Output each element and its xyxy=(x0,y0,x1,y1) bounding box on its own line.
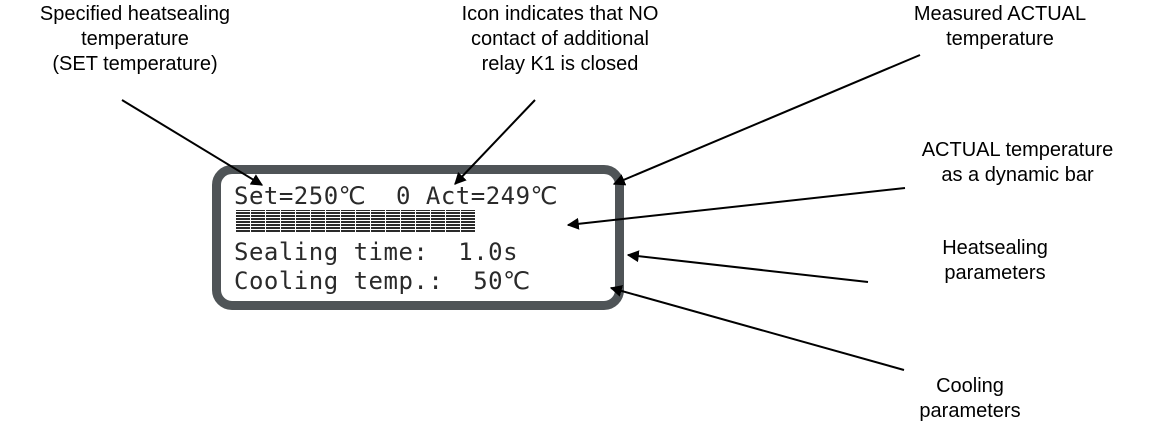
label-actual-bar: ACTUAL temperature as a dynamic bar xyxy=(921,139,1114,186)
bar-cell xyxy=(416,210,430,232)
arrow-cooling-parameters xyxy=(609,285,905,371)
arrow-set-temperature xyxy=(121,99,264,186)
arrow-actual-temperature xyxy=(612,54,921,186)
lcd-display: Set=250℃ 0 Act=249℃ Sealing time: 1.0s C… xyxy=(212,165,624,310)
bar-cell xyxy=(371,210,385,232)
label-heatsealing-parameters: Heatsealing parameters xyxy=(942,237,1048,284)
bar-cell xyxy=(341,210,355,232)
bar-cell xyxy=(386,210,400,232)
bar-cell xyxy=(296,210,310,232)
lcd-line-cooling-temp: Cooling temp.: 50℃ xyxy=(234,267,531,295)
bar-cell xyxy=(236,210,250,232)
bar-cell xyxy=(431,210,445,232)
label-actual-temperature: Measured ACTUAL temperature xyxy=(913,3,1087,50)
bar-cell xyxy=(356,210,370,232)
bar-cell xyxy=(446,210,460,232)
bar-cell xyxy=(281,210,295,232)
arrow-heatsealing-parameters xyxy=(626,250,869,283)
bar-cell xyxy=(401,210,415,232)
bar-cell xyxy=(251,210,265,232)
bar-cell xyxy=(461,210,475,232)
bar-cell xyxy=(326,210,340,232)
lcd-line-sealing-time: Sealing time: 1.0s xyxy=(234,238,519,266)
arrow-actual-bar xyxy=(566,187,906,230)
bar-cell xyxy=(266,210,280,232)
lcd-line-set-actual: Set=250℃ 0 Act=249℃ xyxy=(234,182,558,210)
lcd-temperature-bar xyxy=(236,210,475,232)
bar-cell xyxy=(311,210,325,232)
label-cooling-parameters: Cooling parameters xyxy=(919,375,1021,422)
label-set-temperature: Specified heatsealing temperature (SET t… xyxy=(39,3,231,75)
arrow-relay-icon xyxy=(454,99,536,185)
label-relay-icon: Icon indicates that NO contact of additi… xyxy=(461,3,659,75)
